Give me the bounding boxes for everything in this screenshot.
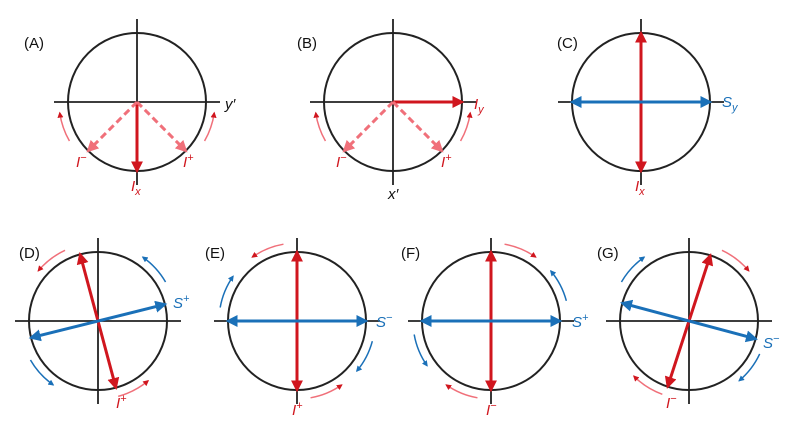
vector-label-i-minus: I−: [486, 400, 497, 419]
spin-s-vector: [28, 300, 168, 342]
vector-label-s-minus: S−: [763, 333, 780, 352]
spin-i-vector: [342, 100, 395, 153]
vector-label-s-minus: S−: [376, 312, 393, 331]
vector-label-i-minus: I−: [336, 152, 347, 171]
rotation-arrow: [203, 111, 217, 142]
panel-label-a: (A): [24, 35, 44, 52]
rotation-arrow: [721, 249, 750, 272]
vector-label-s-plus: S+: [173, 293, 190, 312]
vector-label-i-minus: I−: [666, 393, 677, 412]
axis-label-y-prime: y′: [225, 96, 236, 113]
vector-label-i-minus: I−: [76, 152, 87, 171]
rotation-arrow: [620, 256, 646, 283]
rotation-arrow: [29, 359, 55, 386]
spin-s-vector: [620, 299, 758, 343]
vector-label-i-plus: I+: [183, 152, 194, 171]
vector-label-sy: Sy: [722, 94, 738, 114]
vector-label-i-plus: I+: [116, 393, 127, 412]
vector-label-iy: Iy: [474, 96, 484, 116]
panel-label-g: (G): [597, 245, 619, 262]
panel-label-c: (C): [557, 35, 578, 52]
panel-label-e: (E): [205, 245, 225, 262]
rotation-arrow: [549, 269, 568, 302]
panel-label-b: (B): [297, 35, 317, 52]
vector-label-s-plus: S+: [572, 312, 589, 331]
rotation-arrow: [117, 379, 150, 398]
rotation-arrow: [251, 243, 284, 258]
rotation-arrow: [310, 384, 343, 399]
rotation-arrow: [219, 275, 234, 308]
rotation-arrow: [37, 249, 66, 272]
rotation-arrow: [504, 243, 537, 258]
spin-i-vector: [391, 100, 444, 153]
vector-label-i-plus: I+: [292, 400, 303, 419]
rotation-arrow: [738, 353, 761, 382]
rotation-arrow: [413, 334, 428, 367]
rotation-arrow: [355, 340, 374, 373]
rotation-arrow: [57, 111, 71, 142]
vector-label-ix: Ix: [131, 178, 141, 198]
vector-label-ix: Ix: [635, 178, 645, 198]
panel-label-d: (D): [19, 245, 40, 262]
rotation-arrow: [313, 111, 327, 142]
rotation-arrow: [459, 111, 473, 142]
rotation-arrow: [632, 375, 663, 396]
vector-label-i-plus: I+: [441, 152, 452, 171]
rotation-arrow: [445, 384, 478, 399]
axis-label-x-prime: x′: [388, 186, 399, 203]
spin-i-vector: [86, 100, 139, 153]
spin-i-vector: [135, 100, 188, 153]
rotation-arrow: [141, 256, 167, 283]
panel-label-f: (F): [401, 245, 421, 262]
